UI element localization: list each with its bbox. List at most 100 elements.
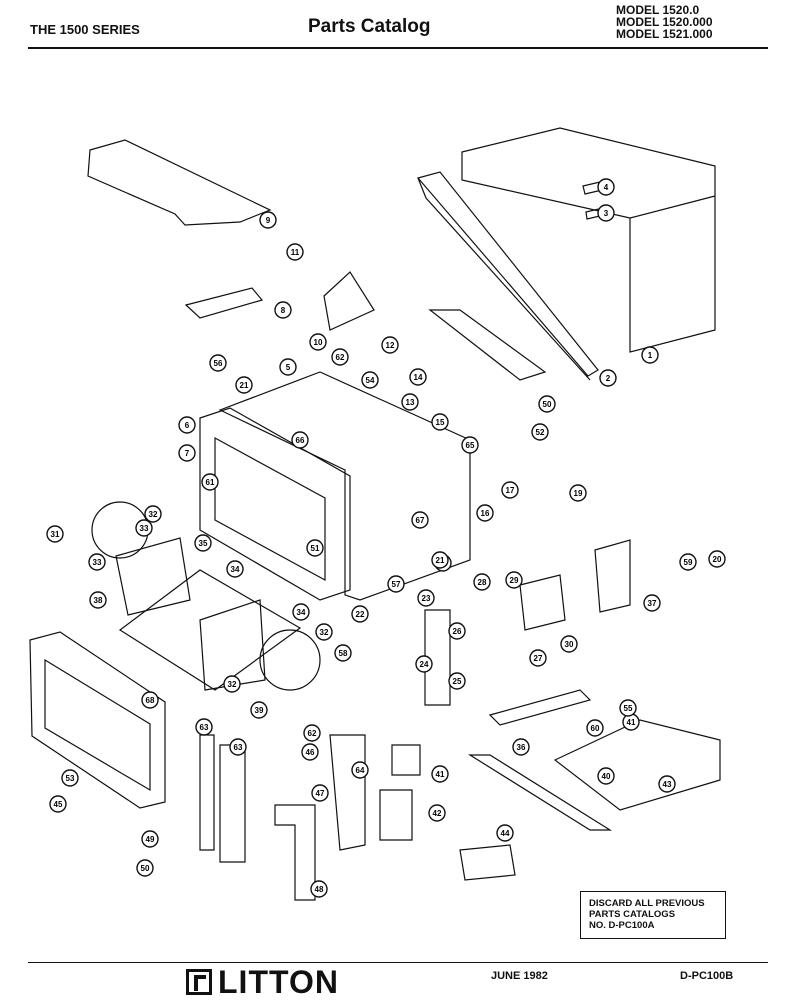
- callout-number: 16: [481, 509, 490, 518]
- side-panel-34: [199, 599, 266, 691]
- callout-bubble: 41: [431, 765, 449, 783]
- callout-circle: [291, 431, 309, 449]
- callout-bubble: 9: [259, 211, 277, 229]
- outer-cabinet: [461, 127, 716, 353]
- callout-bubble: 39: [250, 701, 268, 719]
- callout-bubble: 7: [178, 444, 196, 462]
- issue-date: JUNE 1982: [491, 970, 548, 982]
- callout-circle: [178, 444, 196, 462]
- callout-bubble: 2: [599, 369, 617, 387]
- callout-number: 27: [534, 654, 543, 663]
- callout-circle: [409, 368, 427, 386]
- callout-bubble: 56: [209, 354, 227, 372]
- switch-bracket-66: [329, 734, 366, 851]
- callout-bubble: 14: [409, 368, 427, 386]
- callout-bubble: 65: [461, 436, 479, 454]
- oven-front-frame: [199, 407, 351, 601]
- callout-bubble: 32: [223, 675, 241, 693]
- callout-number: 31: [51, 530, 60, 539]
- callout-circle: [387, 575, 405, 593]
- callout-circle: [301, 743, 319, 761]
- callout-bubble: 41: [622, 713, 640, 731]
- callout-circle: [597, 178, 615, 196]
- callout-circle: [235, 376, 253, 394]
- switch-stack-24: [424, 609, 451, 706]
- callout-circle: [315, 623, 333, 641]
- model-line: MODEL 1520.000: [616, 15, 713, 29]
- model-line: MODEL 1520.0: [616, 3, 700, 17]
- callout-bubble: 35: [194, 534, 212, 552]
- callout-bubble: 5: [279, 358, 297, 376]
- litton-mark-icon: [186, 969, 212, 995]
- model-list: MODEL 1520.0 MODEL 1520.000 MODEL 1521.0…: [616, 4, 713, 40]
- callout-circle: [141, 830, 159, 848]
- callout-bubble: 26: [448, 622, 466, 640]
- callout-circle: [597, 767, 615, 785]
- callout-number: 12: [386, 341, 395, 350]
- callout-circle: [195, 718, 213, 736]
- diagram-linework: [29, 127, 721, 901]
- callout-bubble: 28: [473, 573, 491, 591]
- catalog-code: D-PC100B: [680, 970, 734, 982]
- callout-bubble: 36: [512, 738, 530, 756]
- callout-number: 4: [604, 183, 609, 192]
- callout-number: 64: [356, 766, 365, 775]
- callout-bubble: 11: [286, 243, 304, 261]
- callout-number: 33: [140, 524, 149, 533]
- callout-bubble: 55: [619, 699, 637, 717]
- callout-circle: [597, 204, 615, 222]
- callout-bubble: 40: [597, 767, 615, 785]
- callout-number: 23: [422, 594, 431, 603]
- callout-circle: [89, 591, 107, 609]
- callout-circle: [417, 589, 435, 607]
- callout-circle: [136, 859, 154, 877]
- callout-bubble: 58: [334, 644, 352, 662]
- callout-number: 13: [406, 398, 415, 407]
- callout-number: 40: [602, 772, 611, 781]
- callout-bubble: 27: [529, 649, 547, 667]
- fan-blade-right: [259, 629, 321, 691]
- callout-number: 8: [281, 306, 286, 315]
- callout-circle: [194, 534, 212, 552]
- callout-number: 3: [604, 209, 609, 218]
- callout-circle: [531, 423, 549, 441]
- callout-bubble: 16: [476, 504, 494, 522]
- callout-circle: [431, 413, 449, 431]
- callout-bubble: 42: [428, 804, 446, 822]
- callout-circle: [538, 395, 556, 413]
- callout-bubble: 1: [641, 346, 659, 364]
- callout-bubble: 13: [401, 393, 419, 411]
- control-strip-67: [199, 734, 215, 851]
- callout-number: 46: [306, 748, 315, 757]
- callout-bubble: 61: [201, 473, 219, 491]
- callout-bubble: 8: [274, 301, 292, 319]
- callout-number: 51: [311, 544, 320, 553]
- callout-number: 54: [366, 376, 375, 385]
- callout-number: 37: [648, 599, 657, 608]
- callout-circle: [61, 769, 79, 787]
- callout-number: 67: [416, 516, 425, 525]
- callout-circle: [279, 358, 297, 376]
- callout-circle: [226, 560, 244, 578]
- callout-number: 48: [315, 885, 324, 894]
- callout-number: 6: [185, 421, 190, 430]
- callout-circle: [619, 699, 637, 717]
- callout-bubble: 21: [431, 551, 449, 569]
- callout-bubble: 60: [586, 719, 604, 737]
- callout-circle: [351, 761, 369, 779]
- callout-bubble: 47: [311, 784, 329, 802]
- brand-logo: LITTON: [186, 966, 339, 998]
- callout-bubble: 3: [597, 204, 615, 222]
- callout-number: 38: [94, 596, 103, 605]
- callout-circle: [201, 473, 219, 491]
- callout-number: 62: [336, 353, 345, 362]
- callout-bubble: 38: [89, 591, 107, 609]
- callout-bubble: 34: [226, 560, 244, 578]
- callout-number: 41: [627, 718, 636, 727]
- callout-circle: [381, 336, 399, 354]
- callout-number: 2: [606, 374, 611, 383]
- callout-circle: [448, 622, 466, 640]
- callout-circle: [292, 603, 310, 621]
- callout-bubble: 12: [381, 336, 399, 354]
- callout-number: 61: [206, 478, 215, 487]
